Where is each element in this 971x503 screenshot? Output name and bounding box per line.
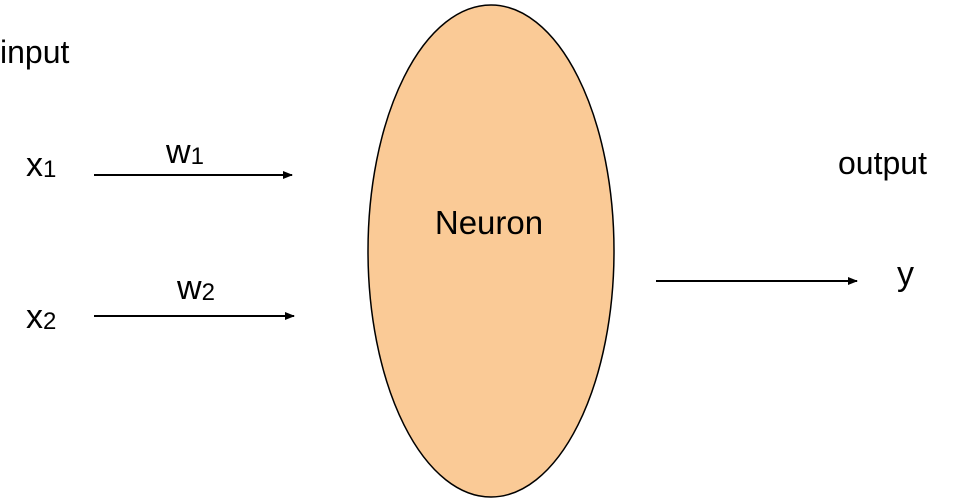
neuron-node	[367, 4, 615, 498]
input-x1-sub: 1	[43, 156, 56, 183]
weight-w2-base: w	[176, 269, 202, 307]
weight-w1-sub: 1	[191, 143, 204, 170]
input-x2-base: x	[26, 298, 43, 336]
input-x2-sub: 2	[43, 308, 56, 335]
weight-w2-sub: 2	[202, 279, 215, 306]
weight-w2: w2	[176, 269, 215, 307]
input-x1: x1	[26, 146, 56, 184]
input-x1-base: x	[26, 146, 43, 184]
output-label: output	[838, 145, 927, 181]
output-y: y	[897, 255, 914, 293]
weight-w1: w1	[165, 133, 204, 171]
input-label: input	[0, 34, 70, 70]
input-x2: x2	[26, 298, 56, 336]
neuron-label: Neuron	[435, 204, 543, 241]
weight-w1-base: w	[165, 133, 191, 171]
